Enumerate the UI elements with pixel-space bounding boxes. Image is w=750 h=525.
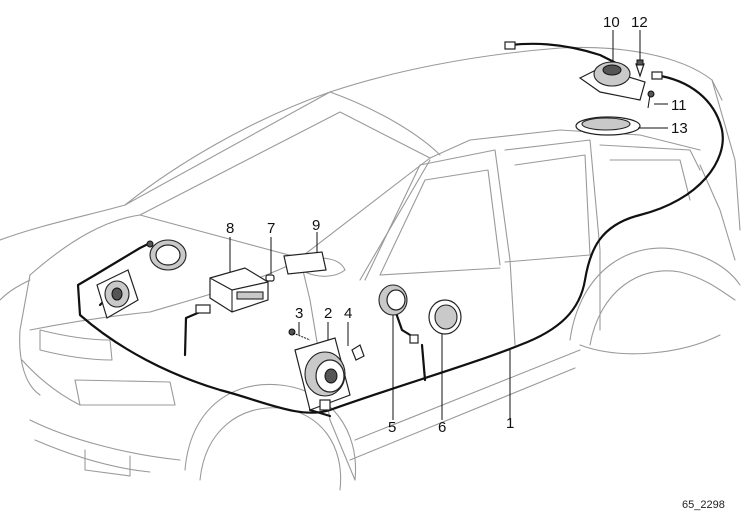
car-outline (0, 46, 741, 491)
clip-12 (635, 59, 645, 78)
callout-11: 11 (671, 97, 687, 114)
callout-7: 7 (267, 220, 275, 237)
callout-2: 2 (324, 305, 332, 322)
speaker-ring-6 (428, 299, 462, 335)
rear-speaker (578, 61, 646, 101)
radio-unit (209, 267, 269, 313)
cap-7 (265, 274, 275, 282)
callout-10: 10 (603, 14, 620, 31)
screw-3 (288, 328, 311, 341)
callout-4: 4 (344, 305, 352, 322)
speaker-bracket (575, 116, 641, 136)
connector-radio (195, 304, 211, 314)
connector-rear (651, 71, 663, 80)
front-tweeter (146, 239, 187, 271)
speaker-5 (378, 284, 419, 344)
callout-13: 13 (671, 120, 688, 137)
callout-3: 3 (295, 305, 303, 322)
callout-12: 12 (631, 14, 648, 31)
callout-5: 5 (388, 419, 396, 436)
cover-plate-9 (283, 251, 327, 275)
front-left-speaker (96, 269, 139, 319)
callout-8: 8 (226, 220, 234, 237)
connector-top (504, 41, 516, 50)
drawing-code: 65_2298 (682, 499, 725, 511)
wiring-harness (76, 42, 724, 418)
callout-1: 1 (506, 415, 514, 432)
door-speaker-2 (294, 337, 351, 411)
clip-4 (351, 344, 365, 361)
leader-lines (229, 30, 668, 420)
screw-11 (647, 90, 655, 109)
callout-6: 6 (438, 419, 446, 436)
callout-9: 9 (312, 217, 320, 234)
